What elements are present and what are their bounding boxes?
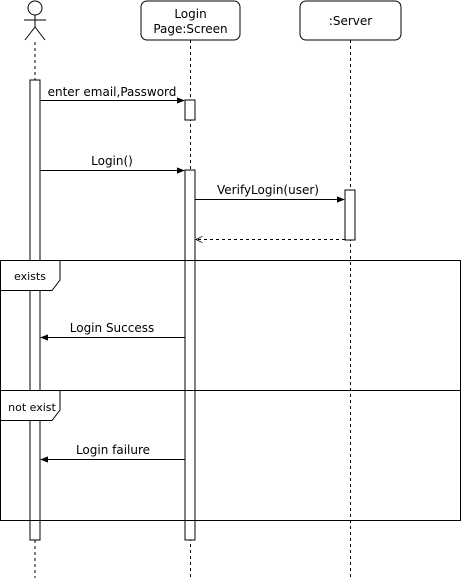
- fragment-not-exist-label: not exist: [8, 401, 56, 414]
- message-login-success-label: Login Success: [70, 321, 155, 335]
- message-login: Login(): [40, 154, 185, 174]
- message-verify-login: VerifyLogin(user): [195, 183, 345, 203]
- actor-head: [27, 0, 43, 16]
- fragment-exists: exists: [0, 260, 461, 391]
- message-login-failure: Login failure: [40, 443, 185, 463]
- message-enter-credentials: enter email,Password: [40, 85, 185, 104]
- message-login-success: Login Success: [40, 321, 185, 341]
- fragment-exists-label: exists: [14, 270, 46, 283]
- participant-server-label: :Server: [329, 14, 372, 28]
- fragment-not-exist-frame: [0, 390, 461, 521]
- message-enter-credentials-label: enter email,Password: [48, 85, 177, 99]
- message-login-failure-label: Login failure: [76, 443, 150, 457]
- activation-actor: [29, 79, 41, 541]
- actor-figure: [24, 0, 46, 41]
- actor-right-leg: [34, 26, 46, 41]
- activation-server: [344, 189, 356, 241]
- fragment-not-exist-tab: [0, 390, 61, 421]
- activation-login-screen-login: [184, 169, 196, 541]
- participant-login-screen-line1: Login: [174, 7, 206, 21]
- activation-login-screen-input: [184, 99, 196, 121]
- fragment-not-exist: not exist: [0, 390, 461, 521]
- participant-login-screen: Login Page:Screen: [140, 0, 241, 41]
- message-login-label: Login(): [91, 154, 133, 168]
- message-verify-login-label: VerifyLogin(user): [217, 183, 319, 197]
- actor-left-leg: [24, 26, 36, 41]
- participant-server: :Server: [299, 0, 402, 41]
- fragment-exists-tab: [0, 260, 61, 291]
- participant-login-screen-line2: Page:Screen: [153, 22, 227, 36]
